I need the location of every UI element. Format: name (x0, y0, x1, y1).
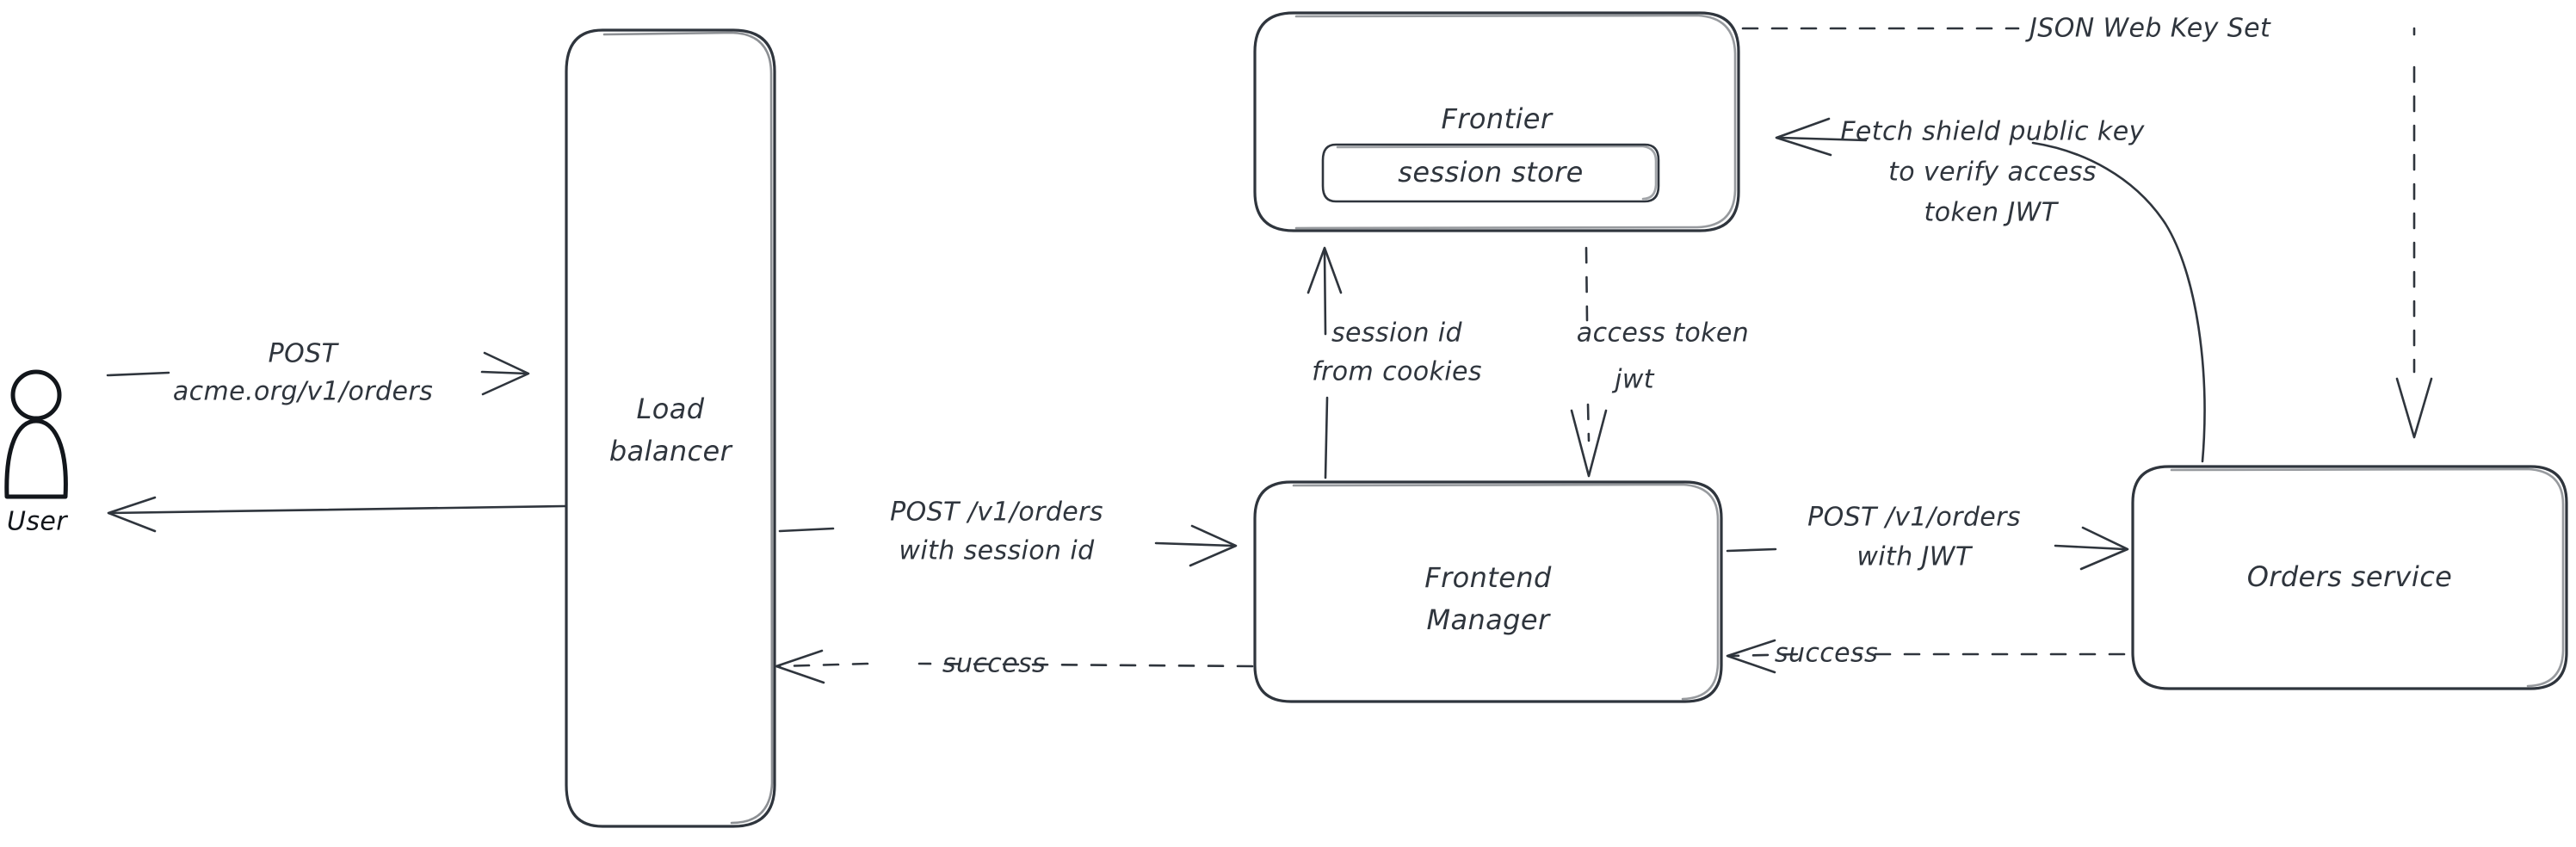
edge-fm-to-frontier-label-1: session id (1331, 318, 1463, 349)
edge-frontier-to-orders-service: JSON Web Key Set (1741, 14, 2433, 439)
edge-frontier-to-fm-label-2: jwt (1611, 365, 1655, 395)
edge-frontend-manager-to-orders-service: POST /v1/orders with JWT (1726, 503, 2129, 572)
edge-frontend-manager-to-frontier: session id from cookies (1307, 246, 1482, 479)
edge-user-to-lb-label-2: acme.org/v1/orders (173, 377, 433, 407)
node-frontier[interactable]: Frontier session store (1253, 11, 1740, 232)
node-load-balancer-label-2: balancer (609, 435, 733, 467)
edge-orders-to-fm-label: success (1775, 639, 1878, 669)
edge-load-balancer-to-frontend-manager: POST /v1/orders with session id (778, 498, 1238, 567)
edge-orders-to-frontier-label-1: Fetch shield public key (1840, 117, 2145, 147)
node-frontend-manager[interactable]: Frontend Manager (1253, 480, 1723, 703)
edge-load-balancer-to-user (107, 496, 566, 533)
edge-fm-to-orders-label-2: with JWT (1856, 542, 1973, 572)
node-user[interactable]: User (4, 369, 68, 537)
node-frontend-manager-label-2: Manager (1426, 603, 1551, 636)
node-load-balancer-label-1: Load (637, 393, 705, 425)
edge-user-to-lb-label-1: POST (269, 339, 340, 369)
edge-frontier-to-fm-label-1: access token (1577, 318, 1749, 349)
edge-frontier-to-orders-label: JSON Web Key Set (2025, 14, 2271, 44)
edge-fm-to-lb-label: success (942, 649, 1046, 679)
node-frontend-manager-label-1: Frontend (1424, 561, 1552, 594)
user-body-icon (4, 418, 68, 499)
node-orders-service[interactable]: Orders service (2131, 465, 2568, 690)
user-head-icon (10, 369, 62, 421)
node-orders-service-label: Orders service (2247, 560, 2453, 593)
edge-frontend-manager-to-load-balancer: success (775, 649, 1254, 684)
edge-frontier-to-frontend-manager: access token jwt (1570, 246, 1749, 478)
node-load-balancer[interactable]: Load balancer (565, 28, 776, 828)
edge-orders-service-to-frontier: Fetch shield public key to verify access… (1775, 117, 2206, 463)
node-frontier-label: Frontier (1442, 102, 1554, 135)
edge-lb-to-fm-label-1: POST /v1/orders (890, 498, 1103, 528)
edge-fm-to-frontier-label-2: from cookies (1312, 357, 1482, 387)
node-user-label: User (7, 507, 68, 537)
node-session-store-label: session store (1398, 156, 1583, 189)
node-session-store[interactable]: session store (1321, 143, 1660, 203)
edge-lb-to-fm-label-2: with session id (899, 536, 1095, 566)
edge-orders-service-to-frontend-manager: success (1726, 639, 2126, 674)
edge-user-to-load-balancer: POST acme.org/v1/orders (106, 339, 530, 407)
edge-orders-to-frontier-label-2: to verify access (1888, 158, 2097, 188)
edge-fm-to-orders-label-1: POST /v1/orders (1807, 503, 2021, 533)
edge-orders-to-frontier-label-3: token JWT (1924, 198, 2060, 228)
